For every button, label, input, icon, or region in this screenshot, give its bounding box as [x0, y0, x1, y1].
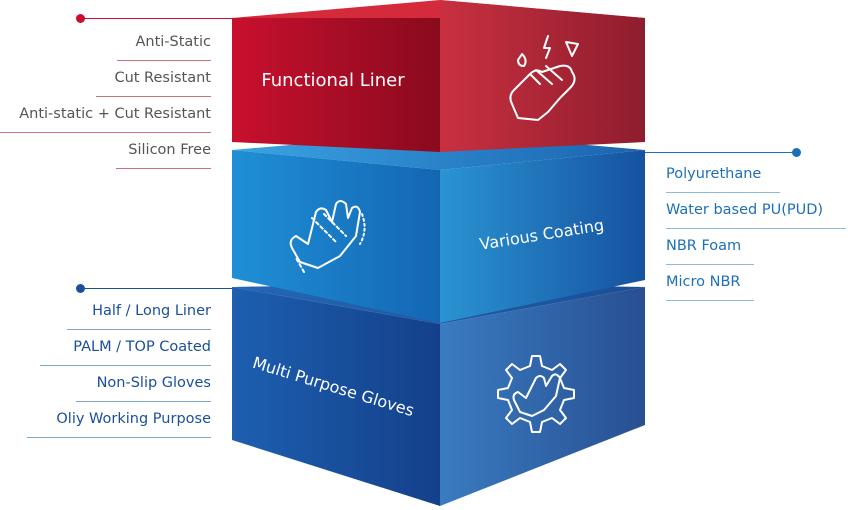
list-item-oliy-working-purpose: Oliy Working Purpose	[27, 401, 211, 438]
callout-line-multi-purpose	[80, 288, 232, 289]
list-item-palm-top-coated: PALM / TOP Coated	[40, 329, 211, 366]
gloves-static-icon	[509, 35, 579, 121]
coated-glove-icon	[289, 200, 366, 273]
list-item-polyurethane: Polyurethane	[666, 156, 780, 193]
list-item-micro-nbr: Micro NBR	[666, 264, 754, 301]
list-item-silicon-free: Silicon Free	[116, 132, 211, 169]
list-item-nbr-foam: NBR Foam	[666, 228, 754, 265]
list-item-anti-static: Anti-Static	[117, 24, 211, 61]
gear-glove-icon	[497, 355, 575, 433]
callout-dot-various-coating	[792, 148, 801, 157]
callout-line-functional-liner	[80, 18, 232, 19]
layer-title-functional-liner: Functional Liner	[261, 70, 405, 91]
list-item-half-long-liner: Half / Long Liner	[67, 293, 211, 330]
callout-line-various-coating	[645, 152, 797, 153]
list-item-water-based-pu: Water based PU(PUD)	[666, 192, 846, 229]
list-item-anti-static-cut-resistant: Anti-static + Cut Resistant	[0, 96, 211, 133]
list-item-cut-resistant: Cut Resistant	[96, 60, 211, 97]
list-item-non-slip-gloves: Non-Slip Gloves	[76, 365, 211, 402]
